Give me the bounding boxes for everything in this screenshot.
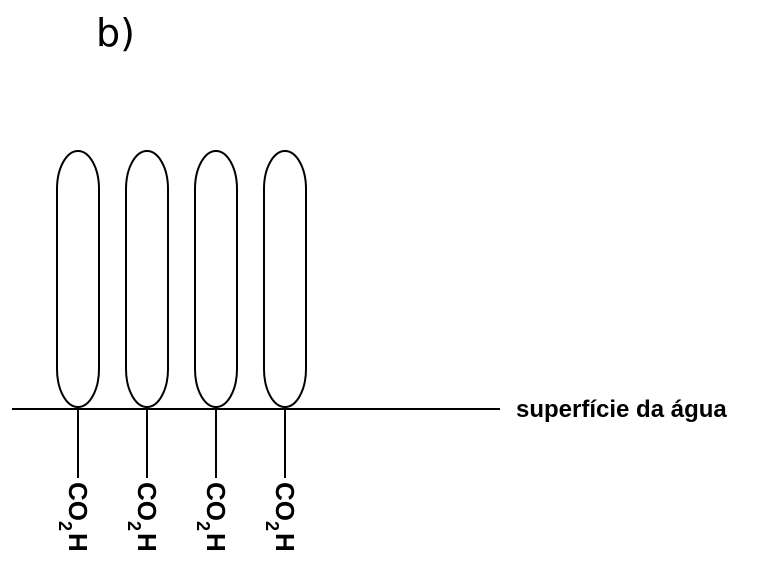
hydrophobic-tail <box>263 150 307 408</box>
panel-label: b) <box>96 11 135 55</box>
head-group-label: CO 2 H <box>193 482 231 552</box>
head-group-label: CO 2 H <box>55 482 93 552</box>
molecule-3: CO 2 H <box>193 150 238 552</box>
head-group-subscript: 2 <box>193 521 213 531</box>
head-group-subscript: 2 <box>124 521 144 531</box>
head-group-subscript: 2 <box>55 521 75 531</box>
head-group-suffix: H <box>270 533 300 552</box>
head-group-prefix: CO <box>63 482 93 521</box>
head-group-subscript: 2 <box>262 521 282 531</box>
head-group-prefix: CO <box>270 482 300 521</box>
water-surface-label: superfície da água <box>516 396 727 423</box>
molecule-4: CO 2 H <box>262 150 307 552</box>
head-group-label: CO 2 H <box>124 482 162 552</box>
head-group-suffix: H <box>132 533 162 552</box>
molecule-2: CO 2 H <box>124 150 169 552</box>
head-group-label: CO 2 H <box>262 482 300 552</box>
head-group-prefix: CO <box>132 482 162 521</box>
hydrophobic-tail <box>125 150 169 408</box>
head-group-prefix: CO <box>201 482 231 521</box>
hydrophobic-tail <box>194 150 238 408</box>
hydrophobic-tail <box>56 150 100 408</box>
molecule-1: CO 2 H <box>55 150 100 552</box>
head-group-suffix: H <box>201 533 231 552</box>
head-group-suffix: H <box>63 533 93 552</box>
